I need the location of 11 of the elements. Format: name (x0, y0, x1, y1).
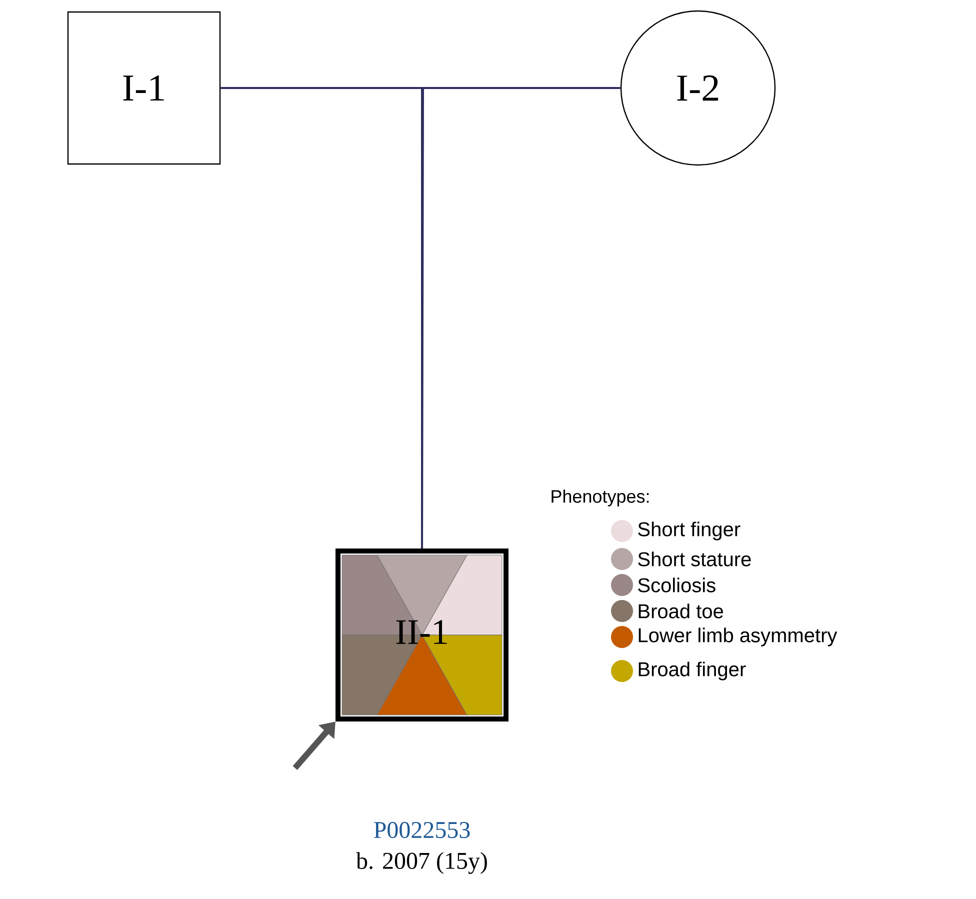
individual-id: P0022553 (374, 822, 470, 838)
legend-text: Broad toe (638, 604, 724, 618)
legend-title: Phenotypes: (552, 490, 649, 506)
birth-note: b. 2007 (15y) (356, 852, 487, 874)
legend-text: Lower limb asymmetry (638, 628, 838, 646)
individual-square: I-1 (67, 11, 221, 165)
legend-text: Short finger (638, 522, 740, 540)
legend-text: Broad finger (638, 662, 746, 680)
legend-text: Scoliosis (638, 578, 716, 592)
legend-text: Short stature (638, 552, 751, 566)
descent-line (421, 87, 620, 548)
